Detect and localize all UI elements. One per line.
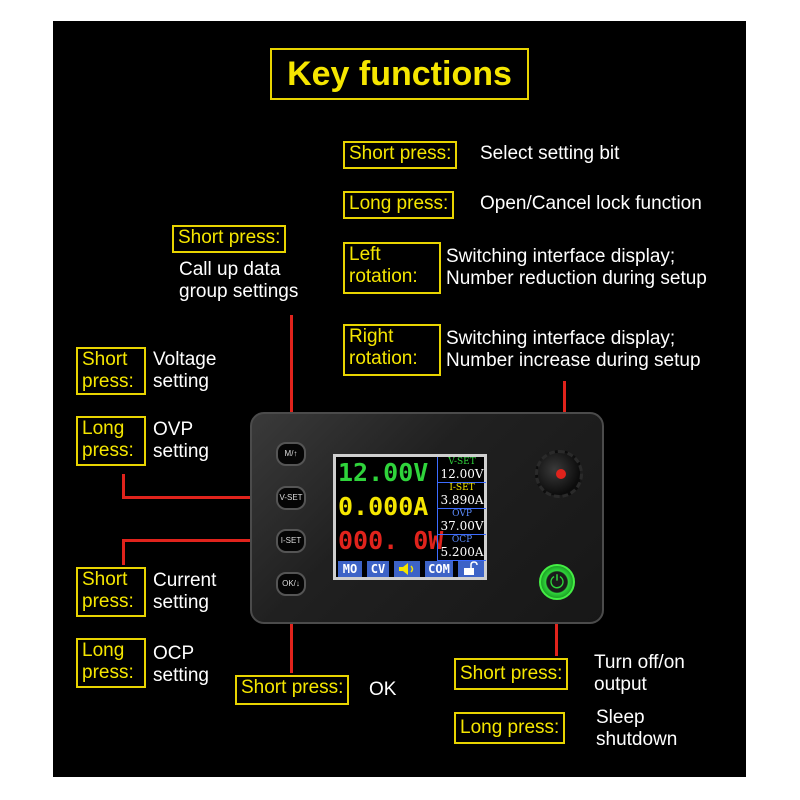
leader-line-m	[290, 315, 293, 443]
m-up-button[interactable]: M/↑	[276, 442, 306, 466]
label-line-2: press:	[82, 591, 134, 612]
leader-line-vset-h	[122, 496, 272, 499]
desc-line-1: OVP	[153, 419, 194, 440]
status-cv: CV	[367, 561, 389, 577]
power-short-press-label: Short press:	[454, 658, 569, 690]
desc-line-2: shutdown	[596, 729, 678, 750]
desc-line-1: Turn off/on	[594, 652, 685, 673]
vset-short-press-desc: Voltage setting	[153, 349, 216, 393]
label-line-2: press:	[82, 662, 134, 683]
ocp-label: OCP	[451, 535, 473, 545]
iset-button[interactable]: I-SET	[276, 529, 306, 553]
desc-line-1: Switching interface display;	[446, 246, 676, 267]
knob-short-press-desc: Select setting bit	[480, 143, 620, 164]
iset-long-press-label: Long press:	[76, 638, 146, 688]
page-title: Key functions	[270, 48, 529, 100]
power-short-press-desc: Turn off/on output	[594, 652, 685, 696]
label-line-2: press:	[82, 440, 134, 461]
ovp-label: OVP	[452, 509, 472, 519]
vset-label: V-SET	[448, 457, 476, 467]
product-infographic: Key functions Short press: Select settin…	[53, 21, 746, 777]
iset-value: 3.890A	[440, 493, 484, 507]
desc-line-2: Number reduction during setup	[446, 268, 707, 289]
leader-line-vset-v	[122, 474, 125, 498]
power-reading: 000. 0W	[338, 526, 444, 555]
leader-line-iset-v	[122, 539, 125, 565]
leader-line-iset-h	[122, 539, 272, 542]
status-mo: MO	[338, 561, 362, 577]
vset-long-press-desc: OVP setting	[153, 419, 209, 463]
knob-marker	[556, 469, 566, 479]
desc-line-2: Number increase during setup	[446, 350, 701, 371]
desc-line-1: Voltage	[153, 349, 217, 370]
desc-line-2: group settings	[179, 281, 299, 302]
power-button[interactable]: ⏻	[539, 564, 575, 600]
iset-short-press-label: Short press:	[76, 567, 146, 617]
desc-line-1: Switching interface display;	[446, 328, 676, 349]
label-line-2: rotation:	[349, 266, 418, 287]
desc-line-2: setting	[153, 441, 209, 462]
desc-line-2: output	[594, 674, 647, 695]
label-line-1: Left	[349, 244, 381, 265]
knob-long-press-label: Long press:	[343, 191, 455, 219]
knob-left-rotation-label: Left rotation:	[343, 242, 441, 294]
leader-line-power	[555, 604, 558, 656]
desc-line-2: setting	[153, 665, 209, 686]
ovp-value: 37.00V	[440, 519, 484, 533]
knob-right-rotation-desc: Switching interface display; Number incr…	[446, 328, 701, 372]
iset-cell: I-SET 3.890A	[437, 483, 486, 509]
knob-right-rotation-label: Right rotation:	[343, 324, 441, 376]
vset-long-press-label: Long press:	[76, 416, 146, 466]
desc-line-1: Current	[153, 570, 217, 591]
rotary-encoder-knob[interactable]	[535, 450, 583, 498]
ovp-cell: OVP 37.00V	[437, 509, 486, 535]
knob-long-press-desc: Open/Cancel lock function	[480, 193, 702, 214]
current-reading: 0.000A	[338, 492, 429, 521]
ok-short-press-label: Short press:	[235, 675, 350, 705]
m-short-press-desc: Call up data group settings	[179, 259, 298, 303]
unlock-icon-glyph	[464, 561, 478, 575]
label-line-2: press:	[82, 371, 134, 392]
speaker-icon-glyph	[399, 563, 414, 575]
m-short-press-label: Short press:	[172, 225, 287, 253]
label-line-1: Short	[82, 349, 128, 370]
knob-left-rotation-desc: Switching interface display; Number redu…	[446, 246, 707, 290]
label-line-2: rotation:	[349, 348, 418, 369]
iset-long-press-desc: OCP setting	[153, 643, 209, 687]
leader-line-ok	[290, 589, 293, 673]
status-com: COM	[425, 561, 453, 577]
knob-short-press-label: Short press:	[343, 141, 458, 169]
iset-label: I-SET	[449, 483, 475, 493]
power-long-press-label: Long press:	[454, 712, 566, 744]
label-line-1: Long	[82, 418, 125, 439]
ocp-value: 5.200A	[440, 545, 484, 559]
lcd-screen: 12.00V 0.000A 000. 0W V-SET 12.00V I-SET…	[333, 454, 487, 580]
unlock-icon	[458, 561, 484, 577]
iset-short-press-desc: Current setting	[153, 570, 216, 614]
voltage-reading: 12.00V	[338, 458, 429, 487]
label-line-1: Long	[82, 640, 125, 661]
vset-value: 12.00V	[440, 467, 484, 481]
power-supply-module: M/↑ V-SET I-SET OK/↓ 12.00V 0.000A 000. …	[250, 412, 604, 624]
speaker-icon	[394, 561, 420, 577]
ok-short-press-desc: OK	[369, 679, 397, 700]
desc-line-1: OCP	[153, 643, 195, 664]
label-line-1: Right	[349, 326, 394, 347]
desc-line-1: Sleep	[596, 707, 645, 728]
desc-line-2: setting	[153, 371, 209, 392]
label-line-1: Short	[82, 569, 128, 590]
desc-line-1: Call up data	[179, 259, 281, 280]
ocp-cell: OCP 5.200A	[437, 535, 486, 561]
vset-cell: V-SET 12.00V	[437, 457, 486, 483]
desc-line-2: setting	[153, 592, 209, 613]
vset-button[interactable]: V-SET	[276, 486, 306, 510]
power-long-press-desc: Sleep shutdown	[596, 707, 677, 751]
vset-short-press-label: Short press:	[76, 347, 146, 395]
ok-down-button[interactable]: OK/↓	[276, 572, 306, 596]
